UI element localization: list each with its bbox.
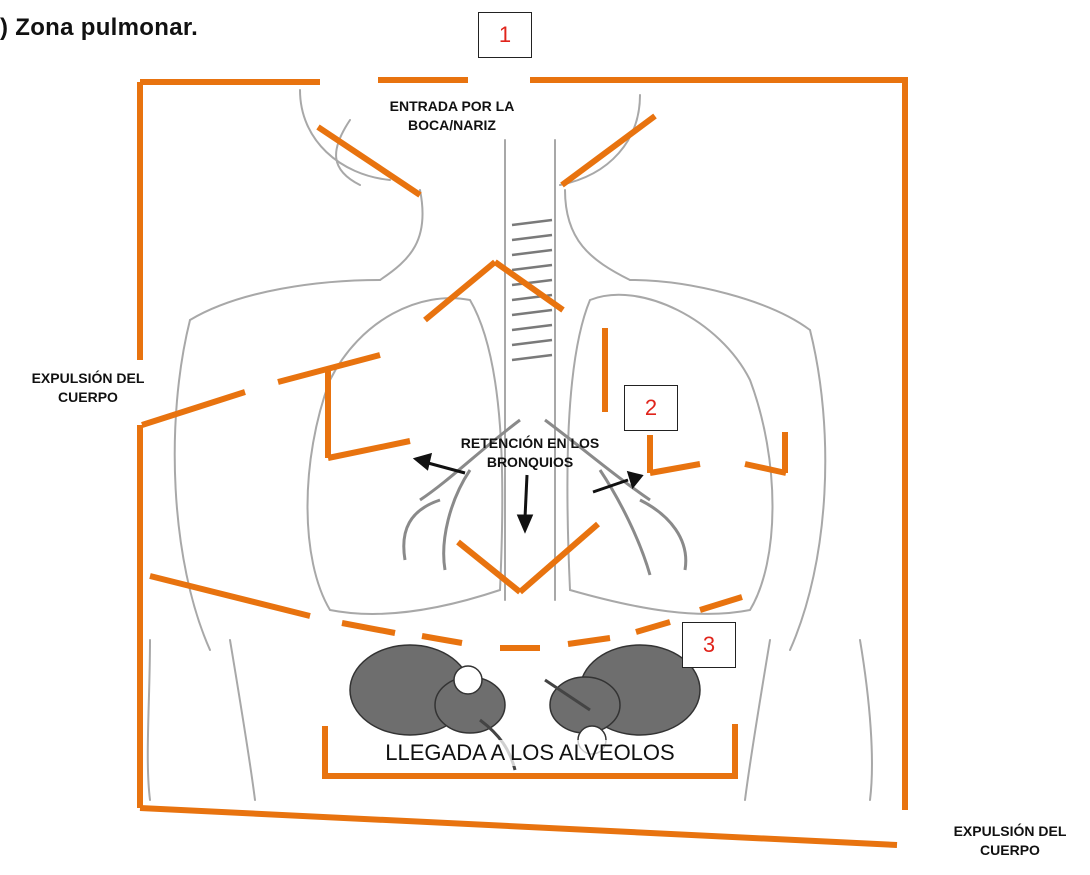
expulsion-right-line-1: EXPULSIÓN DEL [930, 822, 1090, 841]
expulsion-right-line-2: CUERPO [930, 841, 1090, 860]
retention-label-line-2: BRONQUIOS [432, 453, 628, 472]
expulsion-left-line-1: EXPULSIÓN DEL [0, 369, 176, 388]
zone-number-3: 3 [682, 622, 736, 668]
page-title: ) Zona pulmonar. [0, 14, 198, 42]
retention-label: RETENCIÓN EN LOS BRONQUIOS [432, 434, 628, 472]
expulsion-left-line-2: CUERPO [0, 388, 176, 407]
retention-label-line-1: RETENCIÓN EN LOS [432, 434, 628, 453]
alveoli-label: LLEGADA A LOS ALVEOLOS [380, 740, 680, 766]
entry-label-line-2: BOCA/NARIZ [352, 116, 552, 135]
entry-label: ENTRADA POR LA BOCA/NARIZ [352, 97, 552, 135]
zone-number-2: 2 [624, 385, 678, 431]
expulsion-label-left: EXPULSIÓN DEL CUERPO [0, 369, 176, 407]
entry-label-line-1: ENTRADA POR LA [352, 97, 552, 116]
zone-number-1: 1 [478, 12, 532, 58]
expulsion-label-right: EXPULSIÓN DEL CUERPO [930, 822, 1090, 860]
